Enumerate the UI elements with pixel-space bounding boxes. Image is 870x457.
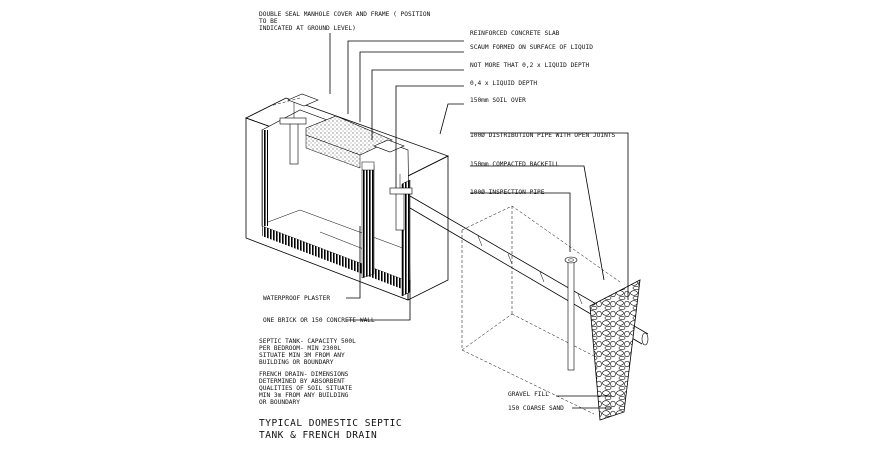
label-backfill: 150mm COMPACTED BACKFILL (470, 161, 560, 168)
annotations: DOUBLE SEAL MANHOLE COVER AND FRAME ( PO… (259, 11, 616, 441)
floor-hatch (262, 226, 410, 292)
inspection-pipe (564, 256, 578, 371)
label-scum: SCAUM FORMED ON SURFACE OF LIQUID (470, 44, 593, 51)
label-liquid-depth: 0,4 x LIQUID DEPTH (470, 80, 537, 87)
inlet-tee-pipe (279, 100, 307, 165)
concrete-slab (305, 115, 393, 156)
drawing-title-2: TANK & FRENCH DRAIN (259, 430, 377, 441)
baffle-wall (361, 164, 375, 279)
label-inspection: 100Ø INSPECTION PIPE (470, 188, 545, 196)
label-soil-over: 150mm SOIL OVER (470, 97, 526, 104)
label-sand: 150 COARSE SAND (508, 405, 564, 412)
label-french-1: FRENCH DRAIN- DIMENSIONS (259, 371, 349, 378)
label-septic-3: SITUATE MIN 3M FROM ANY (259, 352, 345, 359)
label-dist-pipe: 100Ø DISTRIBUTION PIPE WITH OPEN JOINTS (470, 131, 616, 139)
manhole-cover-2 (373, 139, 405, 153)
tank-side-face (407, 155, 449, 301)
earth-outline (245, 97, 301, 119)
label-plaster: WATERPROOF PLASTER (263, 295, 330, 302)
label-septic-4: BUILDING OR BOUNDARY (259, 359, 334, 366)
gravel-section (589, 279, 641, 421)
label-manhole-1: DOUBLE SEAL MANHOLE COVER AND FRAME ( PO… (259, 11, 431, 18)
outlet-tee-pipe (389, 174, 413, 231)
label-slab: REINFORCED CONCRETE SLAB (470, 30, 560, 37)
label-manhole-2: TO BE (259, 18, 278, 25)
label-french-4: MIN 3m FROM ANY BUILDING (259, 392, 349, 399)
label-wall: ONE BRICK OR 150 CONCRETE WALL (263, 317, 375, 324)
concrete-slab-front (305, 134, 361, 169)
label-french-5: OR BOUNDARY (259, 399, 300, 406)
manhole-cover-1 (287, 93, 319, 107)
septic-tank (244, 93, 450, 301)
label-not-more: NOT MORE THAT 0,2 x LIQUID DEPTH (470, 62, 589, 69)
french-drain (461, 205, 641, 421)
floor-divider (319, 231, 367, 251)
label-manhole-3: INDICATED AT GROUND LEVEL) (259, 25, 356, 32)
label-septic-2: PER BEDROOM- MIN 2300L (259, 345, 341, 352)
label-gravel: GRAVEL FILL (508, 391, 549, 398)
back-wall-hatch (262, 130, 268, 226)
baffle-top (361, 161, 375, 171)
label-french-3: QUALITIES OF SOIL SITUATE (259, 385, 352, 392)
label-septic-1: SEPTIC TANK- CAPACITY 500L (259, 338, 356, 345)
leader-lines (329, 33, 629, 409)
drawing-title-1: TYPICAL DOMESTIC SEPTIC (259, 418, 402, 429)
label-french-2: DETERMINED BY ABSORBENT (259, 378, 345, 385)
